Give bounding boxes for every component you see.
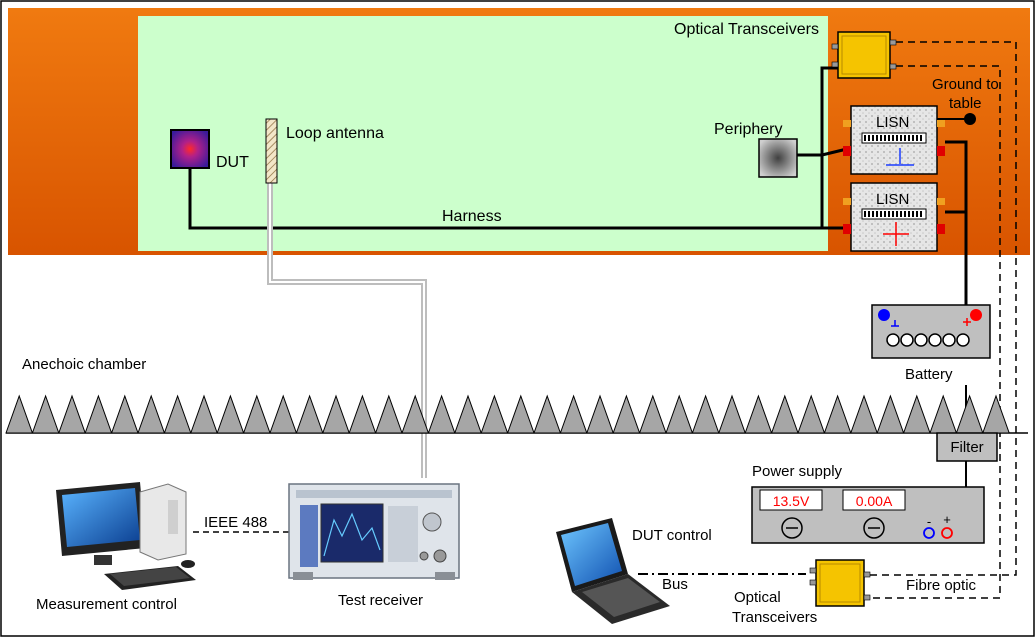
harness-wire (188, 155, 824, 230)
dut-box (170, 129, 210, 169)
periphery-label: Periphery (714, 121, 782, 138)
absorber-cone (480, 394, 509, 434)
absorber-cone (427, 394, 456, 434)
absorber-cone (84, 394, 113, 434)
lisn-to-battery-wire (945, 140, 968, 305)
absorber-cone (612, 394, 641, 434)
absorber-cone (137, 394, 166, 434)
absorber-cone (850, 394, 878, 434)
periphery-box (758, 138, 798, 178)
ieee-label: IEEE 488 (204, 514, 267, 531)
lisn-top-label: LISN (876, 114, 909, 131)
filter-label: Filter (950, 439, 983, 456)
absorber-cone (322, 394, 350, 434)
lisn-bottom (843, 182, 945, 252)
fibre-optic-label: Fibre optic (906, 577, 977, 594)
absorber-cone (744, 394, 773, 434)
absorber-cone (374, 394, 403, 434)
ground-plane (138, 16, 828, 251)
absorber-cone (31, 394, 60, 434)
ground-label-line2: table (949, 95, 982, 112)
absorber-cone (902, 394, 931, 434)
optical-transceivers-bottom-label-line1: Optical (734, 589, 781, 606)
dut-control-label: DUT control (632, 527, 712, 544)
absorber-cone (269, 394, 298, 434)
absorber-cone (797, 394, 826, 434)
absorber-cone (163, 394, 192, 434)
ground-label-line1: Ground to (932, 76, 999, 93)
battery-label: Battery (905, 366, 953, 383)
absorber-cone (454, 394, 482, 434)
absorber-cone (638, 394, 667, 434)
optical-transceiver-top (831, 31, 897, 79)
absorber-cone (506, 394, 535, 434)
measurement-control-computer (56, 482, 196, 590)
absorber-cone (823, 394, 852, 434)
loop-antenna (265, 118, 278, 184)
absorber-cone (718, 394, 746, 434)
absorber-cones (5, 394, 1028, 434)
absorber-cone (295, 394, 324, 434)
absorber-cone (110, 394, 139, 434)
optical-transceivers-top-label: Optical Transceivers (674, 21, 819, 38)
absorber-cone (559, 394, 588, 434)
psu-voltage-display: 13.5V (773, 493, 810, 509)
absorber-cone (216, 394, 245, 434)
psu-plus-label: + (943, 512, 951, 527)
test-receiver (288, 483, 460, 580)
optical-transceiver-bottom (809, 559, 871, 607)
absorber-cone (691, 394, 720, 434)
lisn-bottom-label: LISN (876, 191, 909, 208)
battery (871, 304, 991, 359)
absorber-cone (665, 394, 694, 434)
optical-transceivers-bottom-label-line2: Transceivers (732, 609, 817, 626)
psu-minus-label: - (927, 514, 931, 529)
absorber-cone (5, 394, 34, 434)
absorber-cone (876, 394, 905, 434)
absorber-cone (348, 394, 377, 434)
lisn-top (843, 105, 945, 175)
fibre-optic-links (868, 41, 1017, 599)
power-supply-label: Power supply (752, 463, 843, 480)
ground-point (964, 113, 976, 125)
absorber-cone (58, 394, 86, 434)
absorber-cone (586, 394, 614, 434)
absorber-cone (401, 394, 430, 434)
measurement-control-label: Measurement control (36, 596, 177, 613)
absorber-cone (190, 394, 218, 434)
anechoic-chamber-label: Anechoic chamber (22, 356, 146, 373)
dut-label: DUT (216, 154, 249, 171)
test-receiver-label: Test receiver (338, 592, 423, 609)
absorber-cone (770, 394, 799, 434)
absorber-cone (242, 394, 271, 434)
transceiver-feed-wire (820, 66, 838, 155)
bus-label: Bus (662, 576, 688, 593)
psu-current-display: 0.00A (856, 493, 893, 509)
power-supply (751, 486, 985, 544)
absorber-cone (533, 394, 562, 434)
harness-label: Harness (442, 208, 502, 225)
dut-control-laptop (556, 518, 670, 624)
loop-antenna-label: Loop antenna (286, 125, 384, 142)
